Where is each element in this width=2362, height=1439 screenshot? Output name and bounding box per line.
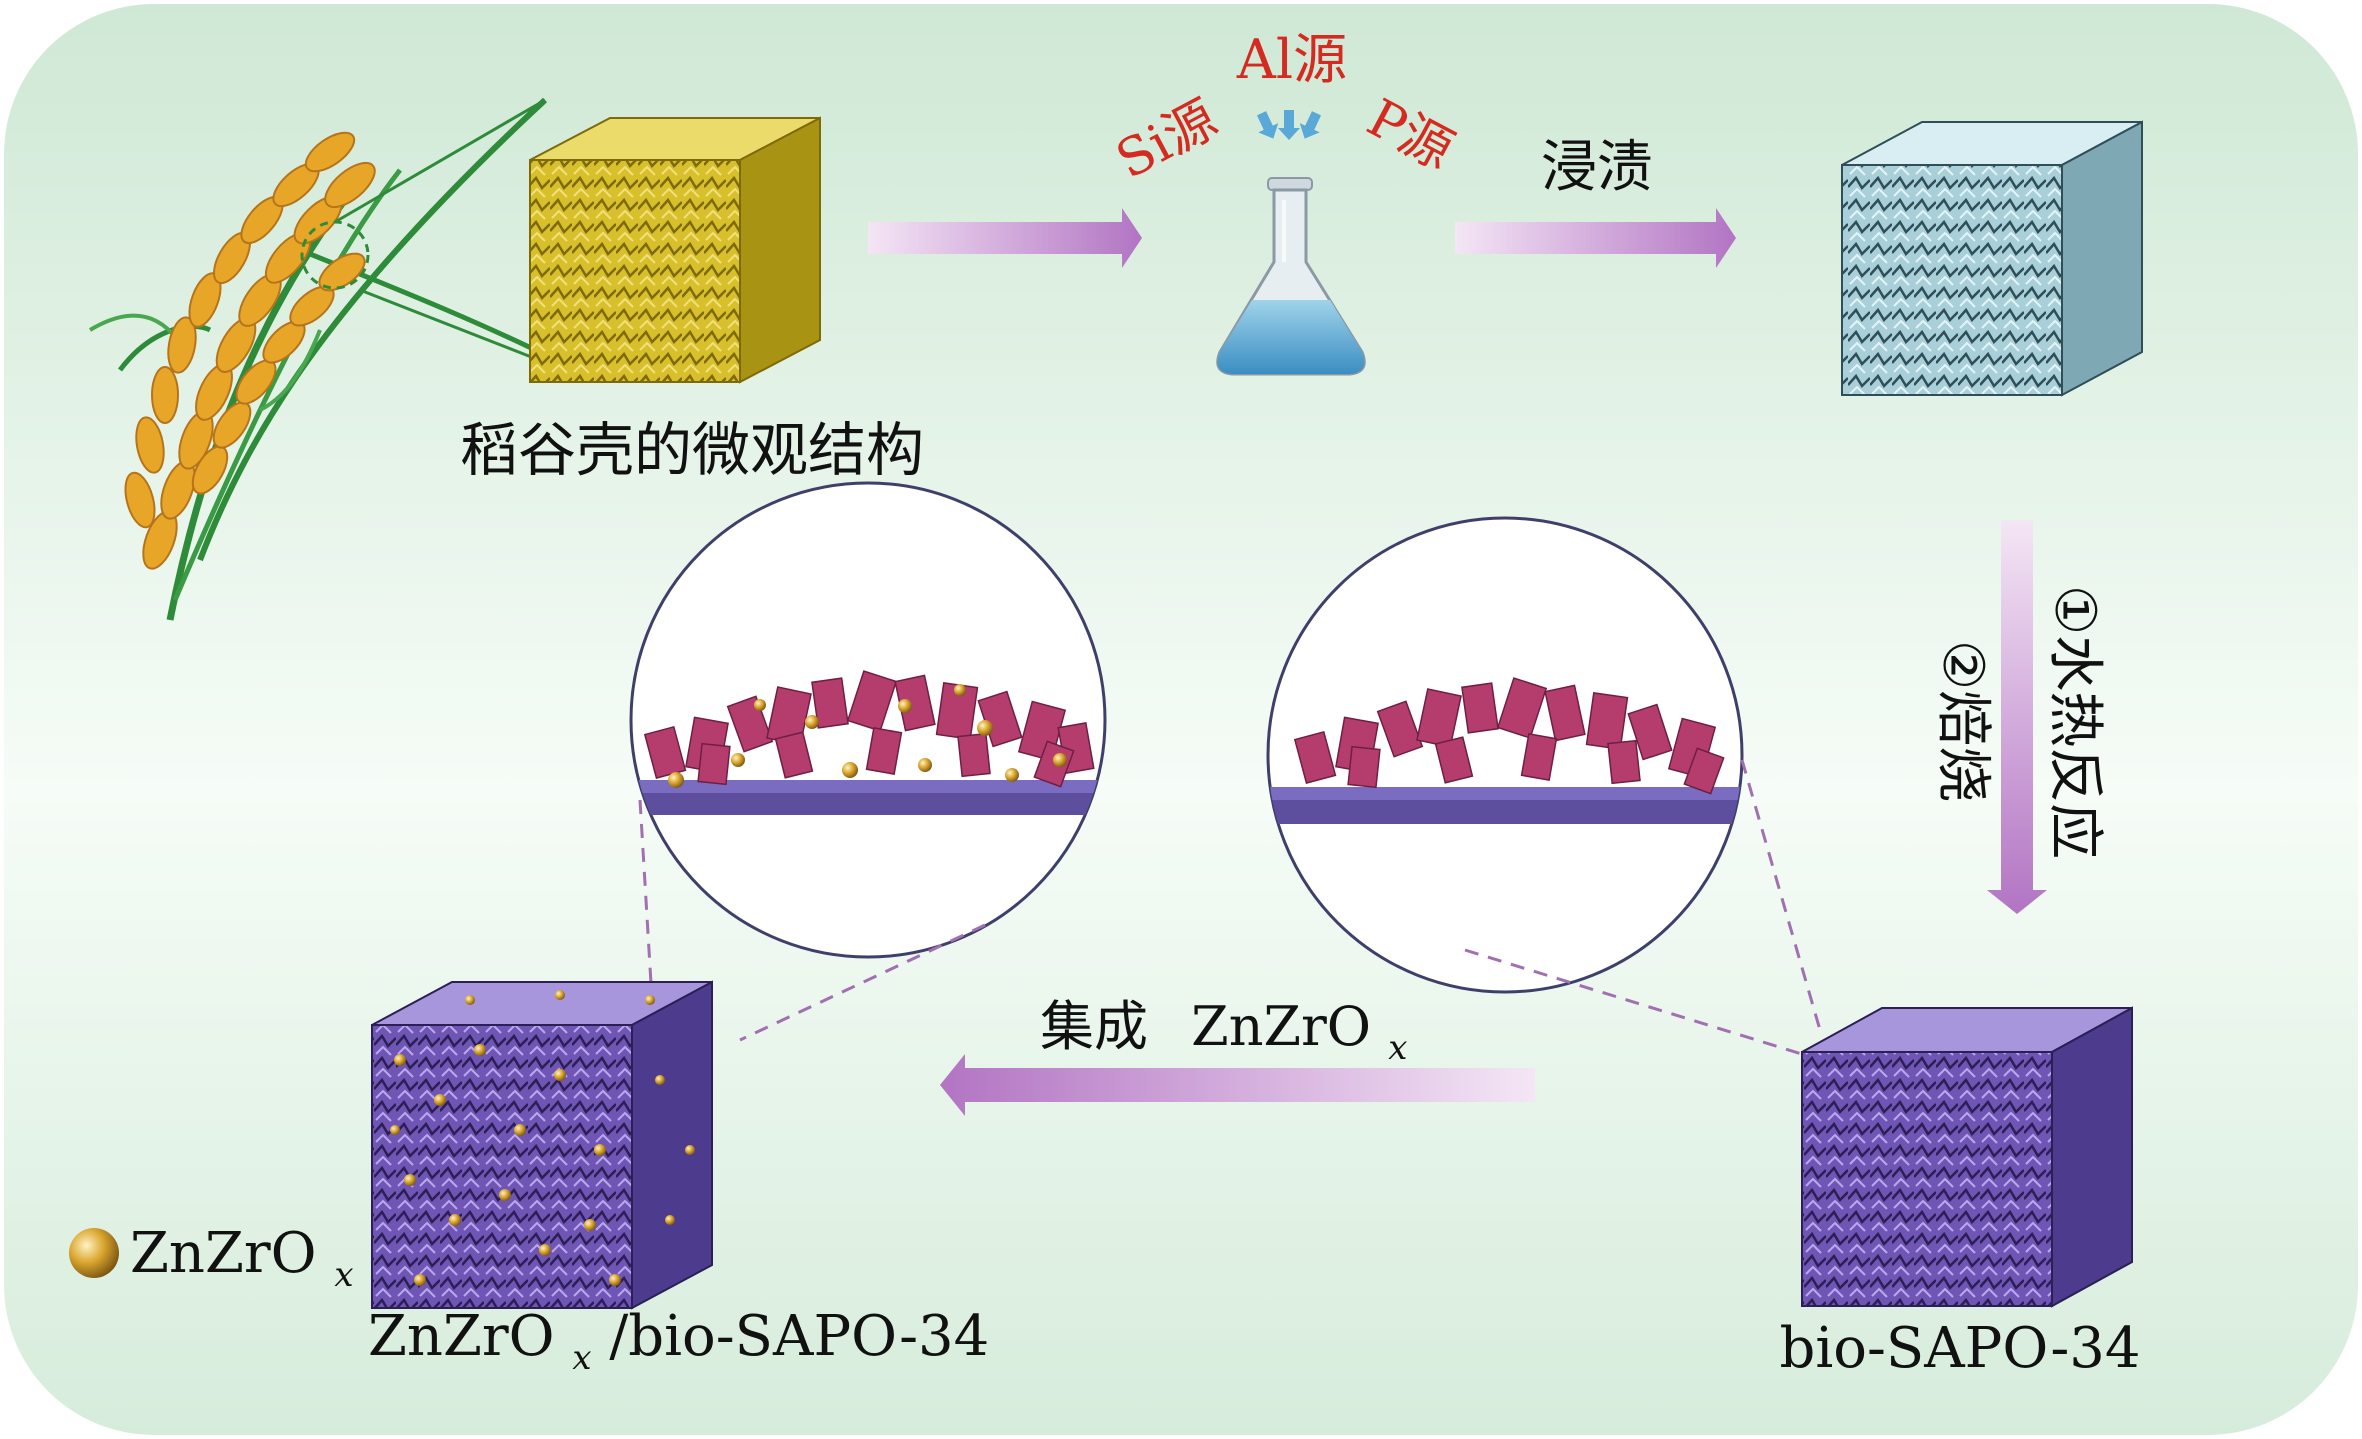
- bio-sapo-cube: [1802, 1008, 2132, 1306]
- calcination-label: ②焙烧: [1930, 640, 1995, 802]
- legend-subscript: x: [334, 1255, 353, 1295]
- znzrox-particle-icon: [69, 1228, 119, 1278]
- rice-husk-caption: 稻谷壳的微观结构: [460, 416, 924, 484]
- final-caption-species: ZnZrO: [368, 1304, 555, 1369]
- impregnation-label: 浸渍: [1541, 135, 1653, 200]
- impregnated-cube: [1842, 122, 2142, 395]
- integrate-label: 集成 ZnZrO x: [1040, 995, 1407, 1068]
- integrate-verb: 集成: [1040, 995, 1148, 1058]
- legend-species: ZnZrO: [130, 1221, 317, 1286]
- integrate-species: ZnZrO: [1191, 995, 1371, 1058]
- rice-husk-cube: [530, 118, 820, 382]
- legend-label: ZnZrO x: [130, 1221, 354, 1295]
- bio-sapo-caption: bio-SAPO-34: [1779, 1316, 2140, 1381]
- zoom-view-bio-sapo: [1268, 518, 1742, 992]
- znzrox-sapo-cube: [372, 982, 712, 1308]
- zoom-view-znzrox-sapo: [631, 483, 1105, 957]
- final-caption-subscript: x: [572, 1338, 591, 1378]
- final-caption-suffix: /bio-SAPO-34: [609, 1304, 989, 1369]
- al-source-label: Al源: [1236, 28, 1347, 91]
- integrate-subscript: x: [1388, 1028, 1407, 1068]
- hydrothermal-label: ①水热反应: [2042, 585, 2107, 859]
